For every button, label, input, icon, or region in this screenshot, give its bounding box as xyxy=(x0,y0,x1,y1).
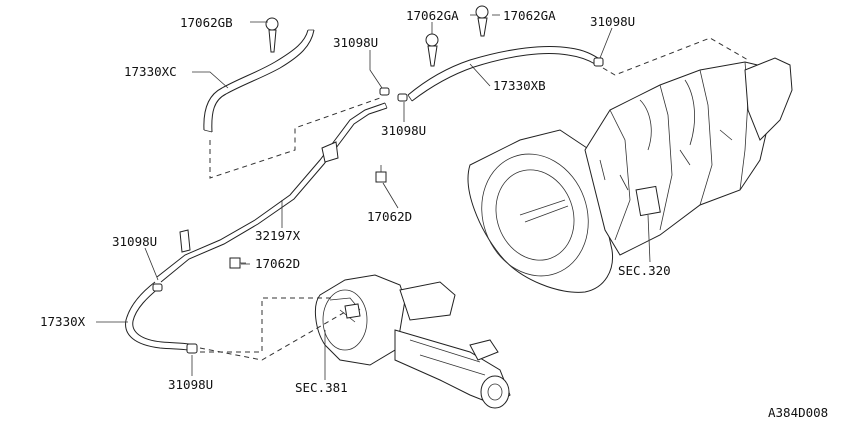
diagram-id: A384D008 xyxy=(768,405,828,420)
label-17062ga-left: 17062GA xyxy=(406,8,459,23)
label-17330x: 17330X xyxy=(40,314,86,329)
label-sec381: SEC.381 xyxy=(295,380,348,395)
differential-assembly xyxy=(314,274,511,409)
label-17062ga-right: 17062GA xyxy=(503,8,556,23)
label-31098u-bottom: 31098U xyxy=(168,377,213,392)
clips-and-bolts xyxy=(152,5,604,354)
part-labels: 17062GB 17062GA 17062GA 31098U 17330XC 3… xyxy=(40,8,828,420)
transmission-assembly xyxy=(467,57,793,293)
label-17330xc: 17330XC xyxy=(124,64,177,79)
label-32197x: 32197X xyxy=(255,228,301,243)
label-17062gb: 17062GB xyxy=(180,15,233,30)
label-31098u-mid: 31098U xyxy=(381,123,426,138)
label-31098u-top-right: 31098U xyxy=(590,14,635,29)
reference-dashed-lines xyxy=(199,37,749,361)
label-17330xb: 17330XB xyxy=(493,78,546,93)
label-sec320: SEC.320 xyxy=(618,263,671,278)
label-17062d-left: 17062D xyxy=(255,256,300,271)
label-31098u-top-mid: 31098U xyxy=(333,35,378,50)
leader-lines xyxy=(96,14,651,380)
label-17062d-right: 17062D xyxy=(367,209,412,224)
label-31098u-left: 31098U xyxy=(112,234,157,249)
breather-hoses xyxy=(125,29,599,351)
